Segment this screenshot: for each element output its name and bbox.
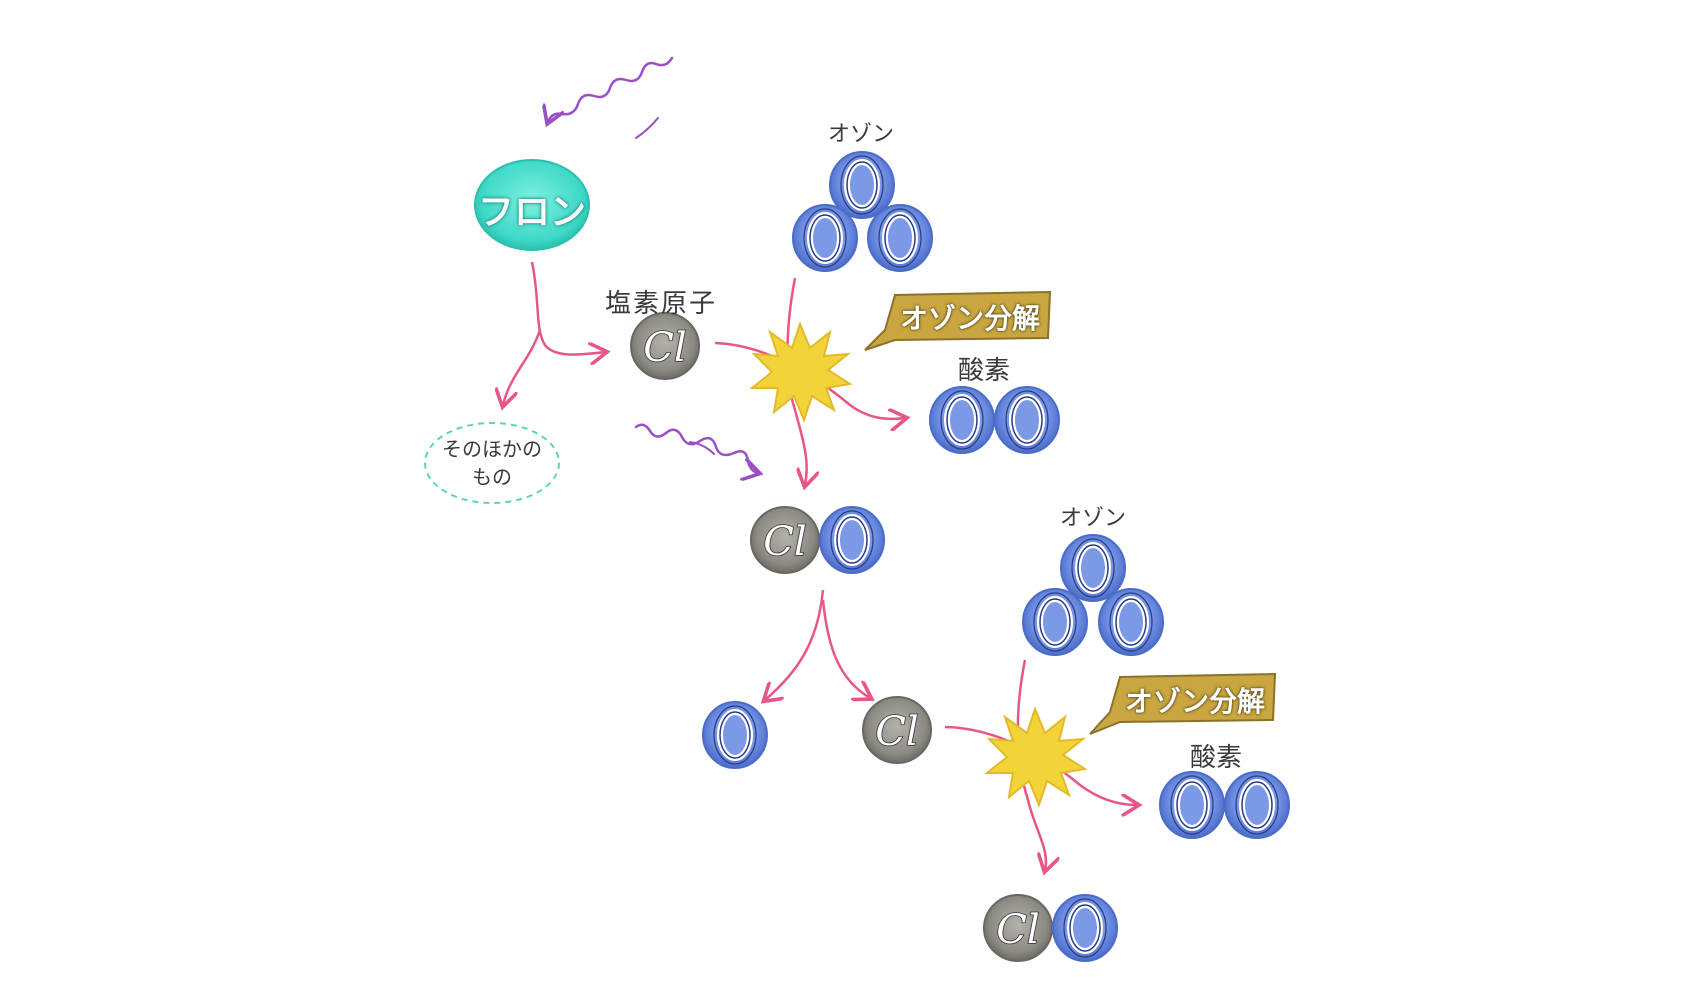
cl-symbol-clo2: Cl	[996, 907, 1039, 953]
arrow-freon-to-cl	[530, 261, 605, 355]
chlorine-atom-label: 塩素原子	[605, 289, 718, 319]
oxygen-molecule-2	[1160, 772, 1289, 838]
other-things-outline	[424, 422, 560, 504]
ozone-molecule-1	[793, 152, 932, 271]
oxygen-label-1: 酸素	[958, 356, 1011, 386]
freon-label: フロン	[477, 192, 586, 233]
arrow-clo1-to-cl	[821, 599, 870, 698]
arrow-clo1-to-o	[765, 589, 825, 700]
arrow-ozone2-down	[1016, 659, 1046, 870]
decomp-tag-1	[864, 290, 1052, 351]
other-things-line1: そのほかの	[442, 437, 542, 461]
uv-ray-1	[548, 56, 674, 122]
oxygen-molecule-1	[930, 387, 1059, 453]
ozone-decomp-label-1: オゾン分解	[899, 302, 1040, 335]
ozone-label-1: オゾン	[828, 122, 895, 147]
oxygen-atom-free	[703, 702, 767, 768]
other-things-label: そのほかの もの	[432, 435, 552, 491]
ozone-decomp-label-2: オゾン分解	[1124, 685, 1265, 718]
cl-symbol-clo1: Cl	[763, 519, 806, 565]
arrow-ozone1-down	[786, 277, 807, 485]
other-things-line2: もの	[472, 465, 512, 489]
freon-molecule	[474, 159, 590, 251]
uv-ray-2	[634, 423, 758, 473]
decomp-tag-2	[1089, 672, 1277, 735]
burst-1	[749, 321, 853, 423]
cl-symbol-2: Cl	[875, 709, 918, 755]
cl-symbol-1: Cl	[643, 325, 686, 371]
arrow-cl1-to-o2	[714, 341, 905, 419]
uv-ray-2-dash	[689, 441, 715, 455]
burst-2	[984, 706, 1088, 808]
arrow-freon-to-other	[503, 329, 542, 405]
ozone-molecule-2	[1023, 535, 1163, 655]
arrow-cl2-to-o2	[944, 725, 1137, 805]
ozone-label-2: オゾン	[1060, 506, 1127, 531]
oxygen-label-2: 酸素	[1190, 743, 1243, 773]
uv-ray-1-dash	[635, 117, 659, 139]
